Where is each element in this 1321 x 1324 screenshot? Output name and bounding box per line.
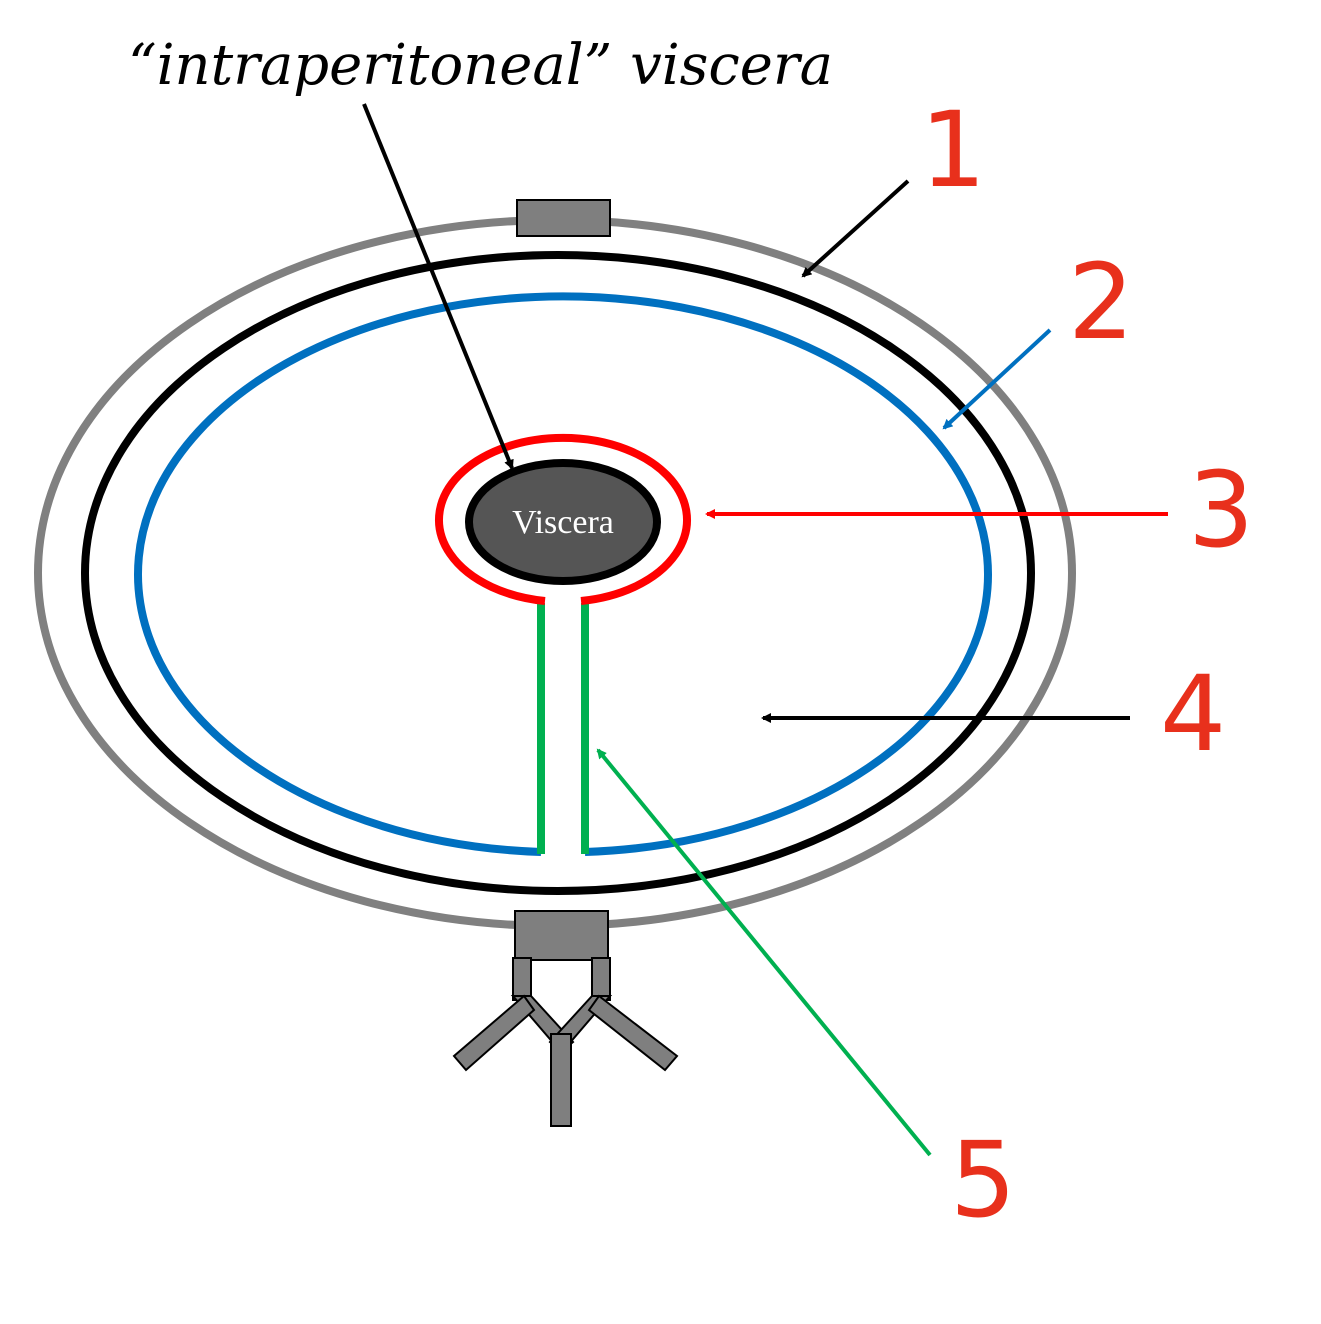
- bottom-gray-block: [514, 910, 609, 961]
- ring-1-black: [81, 251, 1035, 895]
- arrow-1: [801, 179, 910, 278]
- label-4: 4: [1160, 653, 1226, 775]
- label-2: 2: [1068, 241, 1134, 363]
- ring-2-blue: [134, 292, 992, 856]
- arrow-2: [942, 328, 1052, 430]
- diagram-title: “intraperitoneal” viscera: [128, 33, 833, 98]
- top-gray-block: [516, 199, 611, 237]
- arrow-5: [596, 748, 932, 1157]
- ring-3-red: [435, 433, 691, 605]
- label-3: 3: [1188, 449, 1254, 571]
- viscera-oval: [465, 459, 661, 585]
- vertebra-shape: [452, 957, 679, 1127]
- viscera-label: Viscera: [512, 504, 614, 541]
- label-1: 1: [920, 89, 986, 211]
- arrow-title-to-viscera: [362, 103, 514, 470]
- label-5: 5: [950, 1119, 1016, 1241]
